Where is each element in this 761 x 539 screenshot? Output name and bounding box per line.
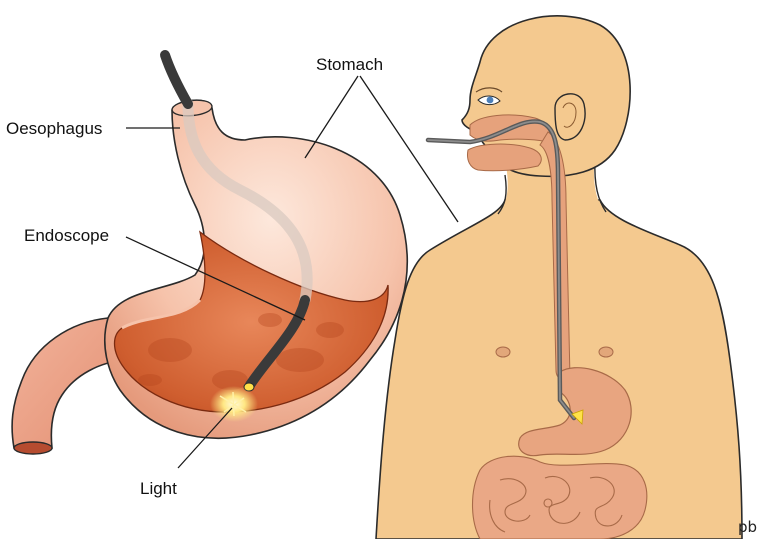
label-light: Light	[140, 479, 177, 498]
label-oesophagus: Oesophagus	[6, 119, 102, 138]
leader-stomach-left	[305, 76, 358, 158]
label-endoscope: Endoscope	[24, 226, 109, 245]
stomach-illustration	[12, 55, 407, 454]
nipple-left	[496, 347, 510, 357]
artist-signature: pb	[738, 518, 757, 536]
duodenum-opening	[14, 442, 52, 454]
person-figure	[376, 16, 742, 539]
oral-cavity	[467, 144, 541, 171]
label-stomach: Stomach	[316, 55, 383, 74]
nipple-right	[599, 347, 613, 357]
endoscope-external	[165, 55, 188, 104]
intestines	[473, 456, 647, 539]
